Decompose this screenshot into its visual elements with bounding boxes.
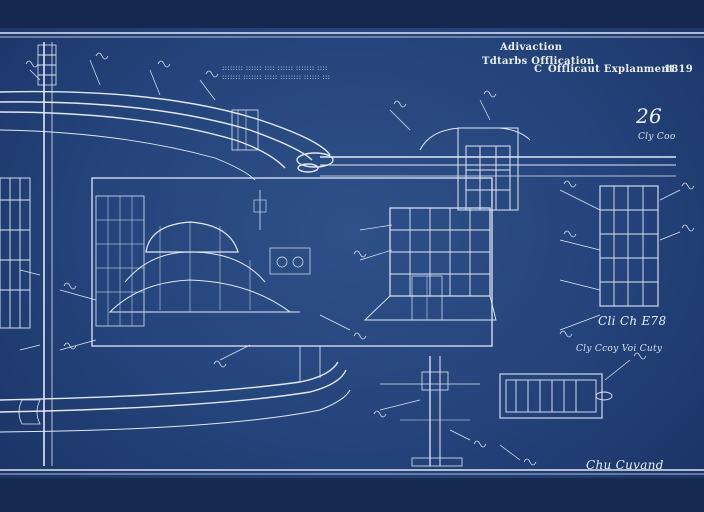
caption-left-a: Tdtarbs Offlication <box>482 56 595 67</box>
right-tower <box>599 185 659 307</box>
caption-number: 1819 <box>664 64 694 75</box>
corner-number: 26 <box>636 104 663 128</box>
tower-structure <box>457 127 519 211</box>
corner-note: Cly Coo <box>638 132 676 142</box>
right-label: Cli Ch E78 <box>598 314 667 328</box>
caption-mark: C <box>534 64 543 75</box>
caption-small-line-a: :::::::: :::::: :::: :::::: ::::::: :::: <box>222 64 328 72</box>
bottom-border-band <box>0 478 704 512</box>
lower-mechanism <box>380 356 480 467</box>
building-section <box>363 207 497 321</box>
signature: Chu Cuvand <box>586 458 664 472</box>
caption-top: Adivaction <box>500 42 563 53</box>
upper-ring <box>0 90 334 181</box>
dome-elevation <box>91 177 493 347</box>
left-panel <box>0 177 31 329</box>
horizontal-beam <box>320 127 676 177</box>
caption-center: Offlicaut Explanment <box>548 64 674 75</box>
left-mast <box>37 42 57 466</box>
handwriting-marks <box>25 52 695 466</box>
machine-box <box>499 373 613 419</box>
leader-lines <box>19 59 681 461</box>
caption-small-line-b: ::::::: ::::::: ::::: :::::::: :::::: ::… <box>222 73 331 81</box>
lower-ring <box>0 346 351 433</box>
top-border-band <box>0 0 704 28</box>
right-note: Cly Ccoy Voi Cuty <box>576 344 663 354</box>
